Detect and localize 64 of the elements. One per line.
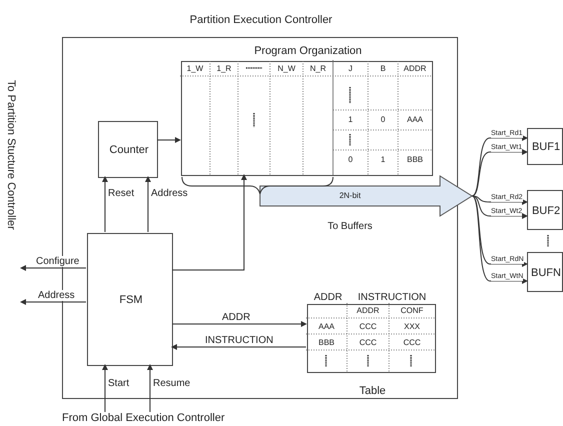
edge-label: Start xyxy=(108,378,130,389)
table-cell-text: 0 xyxy=(380,115,386,124)
edge-label: ADDR xyxy=(222,312,250,323)
table-cell-text: CONF xyxy=(400,306,424,315)
block-box xyxy=(527,128,563,165)
arrow xyxy=(145,176,151,232)
edge-label: INSTRUCTION xyxy=(205,335,274,346)
table-cell-text: ADDR xyxy=(402,64,428,73)
column-heading: ADDR xyxy=(312,292,344,304)
block-box xyxy=(87,233,173,366)
table-cell-text: N_R xyxy=(308,64,327,73)
block-box xyxy=(527,252,563,292)
table-cell-text: CCC xyxy=(358,338,378,347)
table-cell-text: AAA xyxy=(317,322,336,331)
table-cell-text: AAA xyxy=(406,115,424,124)
table-cell-text: B xyxy=(379,64,387,73)
node-label: From Global Execution Controller xyxy=(62,412,226,424)
arrow xyxy=(172,321,307,327)
arrow xyxy=(171,344,306,350)
arrow xyxy=(147,364,153,412)
arrow xyxy=(472,135,528,196)
edge-label: Configure xyxy=(36,256,80,267)
arrow xyxy=(20,265,86,271)
arrow xyxy=(156,137,181,143)
block-label: BUFN xyxy=(530,267,562,279)
table-cell-text: BBB xyxy=(406,155,424,164)
arrow xyxy=(472,196,528,205)
table-cell-text: CCC xyxy=(358,322,378,331)
edge-label: Address xyxy=(151,188,188,199)
arrow xyxy=(472,196,528,219)
block-label: FSM xyxy=(118,294,144,306)
table-cell-text: J xyxy=(348,64,354,73)
arrow xyxy=(102,364,108,412)
table-cell-text: 1_R xyxy=(216,64,232,73)
edge-label: Resume xyxy=(153,378,190,389)
table-cell-text: ADDR xyxy=(356,306,380,315)
column-heading: INSTRUCTION xyxy=(356,292,428,304)
block-label: BUF2 xyxy=(530,205,562,217)
arrow xyxy=(472,149,528,196)
table-cell-text: N_W xyxy=(276,64,296,73)
heading: Program Organization xyxy=(253,45,363,57)
arrow xyxy=(472,196,528,267)
edge-label: Reset xyxy=(108,188,134,199)
table-cell-text: 1 xyxy=(347,115,354,124)
arrow xyxy=(102,176,108,232)
arrow xyxy=(20,299,86,305)
table-cell-text: BBB xyxy=(317,338,336,347)
node-label: Table xyxy=(358,385,387,397)
table-cell-text: XXX xyxy=(402,322,421,331)
block-box xyxy=(98,121,158,178)
block-box xyxy=(527,190,563,230)
block-label: 2N-bit xyxy=(338,190,362,202)
arrow xyxy=(172,174,247,270)
block-label: Counter xyxy=(108,144,150,156)
table-cell-text: 1_W xyxy=(186,64,204,73)
node-label: To Buffers xyxy=(326,221,374,233)
table-cell-text: CCC xyxy=(402,338,422,347)
arrow xyxy=(472,196,528,284)
block-label: BUF1 xyxy=(530,141,562,153)
edge-label: Address xyxy=(38,290,75,301)
table-cell-text: 0 xyxy=(347,155,354,164)
table-cell-text: 1 xyxy=(380,155,386,164)
vertical-label: To Partition Stucture Controller xyxy=(5,80,17,230)
heading: Partition Execution Controller xyxy=(188,14,334,26)
